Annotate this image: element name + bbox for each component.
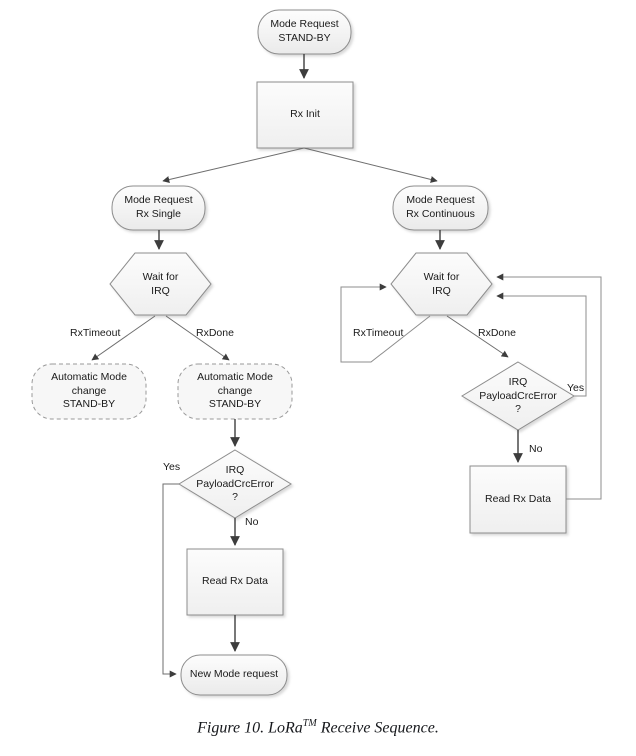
edge-label-no-single: No xyxy=(245,516,259,528)
edge-single-rxdone xyxy=(165,315,230,361)
edge-label-rx-timeout-continuous: RxTimeout xyxy=(353,327,404,339)
edge-continuous-rxdone xyxy=(446,315,509,358)
node-new-mode-request xyxy=(180,654,288,696)
edge-crc-single-yes xyxy=(162,483,179,678)
figure-caption: Figure 10. LoRaTM Receive Sequence. xyxy=(0,718,636,737)
edge-label-rx-timeout-single: RxTimeout xyxy=(70,327,121,339)
edge-rxinit-to-rx-continuous xyxy=(303,147,438,183)
node-rx-init xyxy=(256,81,354,149)
node-wait-for-irq-single xyxy=(109,252,212,316)
edge-label-yes-single: Yes xyxy=(163,461,181,473)
node-mode-request-standby xyxy=(257,9,352,55)
node-read-rx-data-continuous xyxy=(469,465,567,534)
edge-continuous-rxtimeout-loop xyxy=(340,283,431,363)
node-irq-crc-error-continuous xyxy=(461,361,575,431)
node-mode-request-rx-single xyxy=(111,185,206,231)
figure-caption-suffix: Receive Sequence. xyxy=(316,719,439,737)
edge-label-rx-done-continuous: RxDone xyxy=(478,327,516,339)
node-read-rx-data-single xyxy=(186,548,284,616)
figure-caption-trademark: TM xyxy=(302,718,317,729)
node-irq-crc-error-single xyxy=(178,449,292,519)
edge-label-no-continuous: No xyxy=(529,443,543,455)
edge-label-yes-continuous: Yes xyxy=(567,382,585,394)
edge-single-rxtimeout xyxy=(91,315,156,361)
edge-crc-continuous-yes-loop xyxy=(496,292,587,397)
node-mode-request-rx-continuous xyxy=(392,185,489,231)
edge-label-rx-done-single: RxDone xyxy=(196,327,234,339)
node-wait-for-irq-continuous xyxy=(390,252,493,316)
node-auto-mode-change-left xyxy=(31,363,147,420)
figure-caption-prefix: Figure 10. LoRa xyxy=(197,719,303,737)
edge-rxinit-to-rx-single xyxy=(162,147,305,183)
edge-readrx-continuous-loop xyxy=(496,273,602,500)
node-auto-mode-change-right xyxy=(177,363,293,420)
